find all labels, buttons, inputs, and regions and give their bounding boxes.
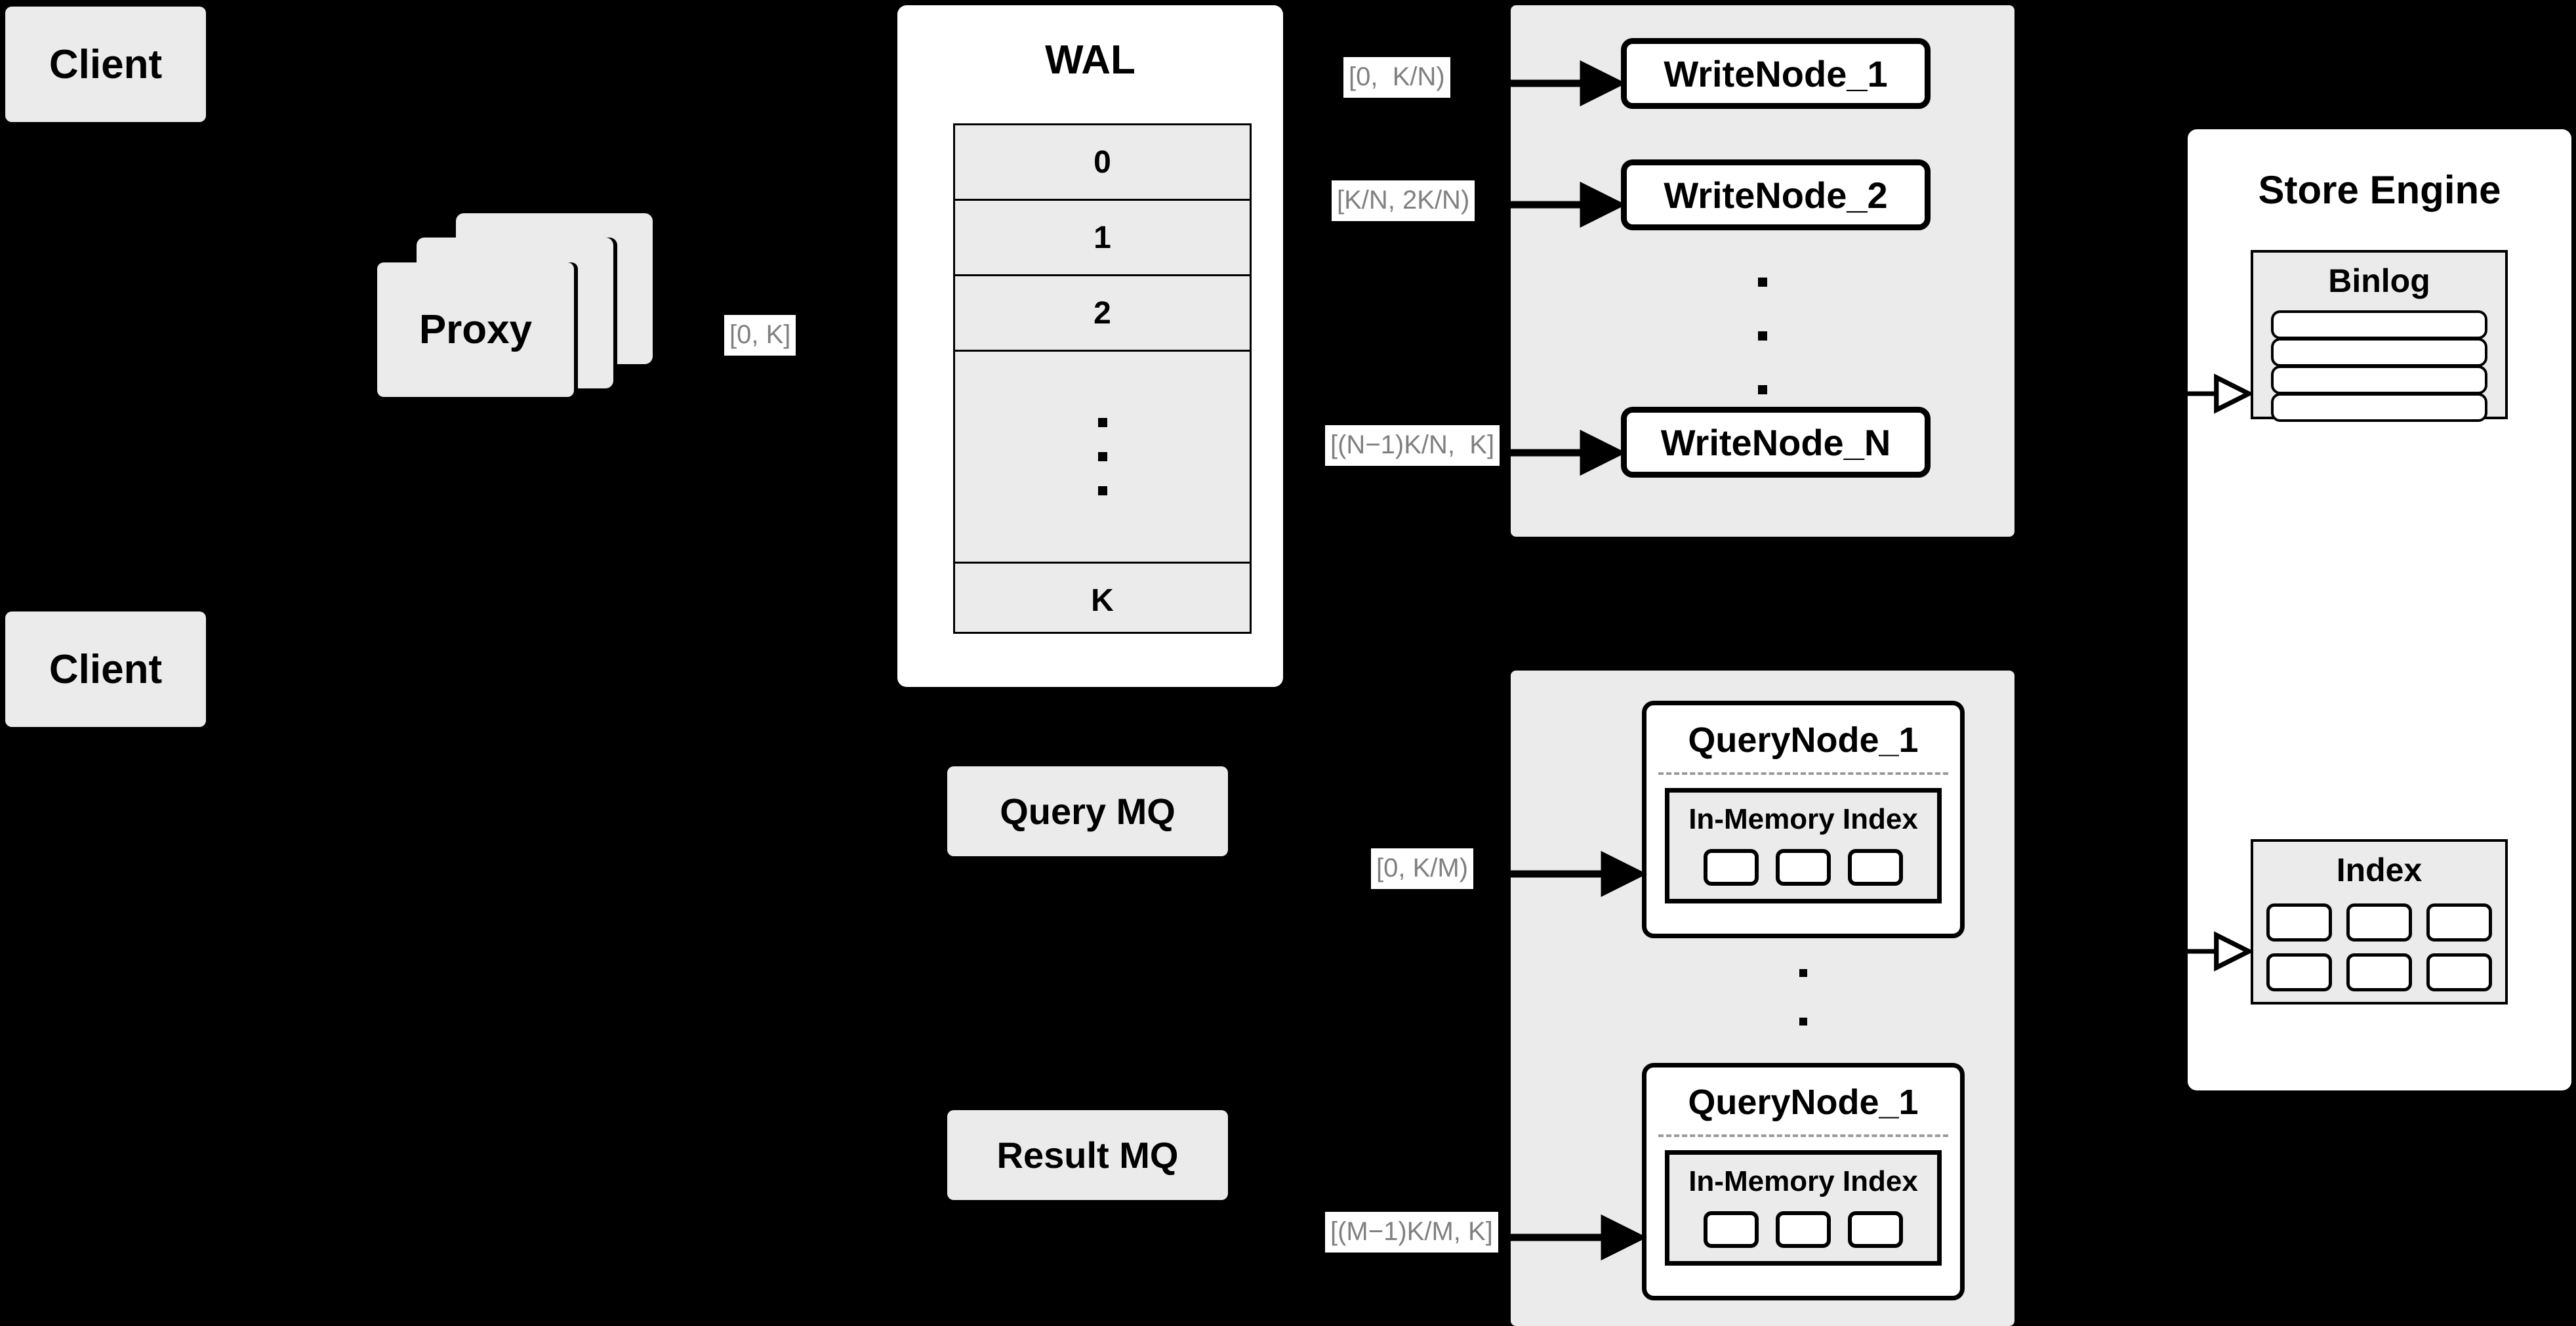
write-node-n-range-text: [(N−1)K/N, K] — [1325, 425, 1500, 466]
write-node-2-range-text: [K/N, 2K/N) — [1332, 180, 1475, 221]
proxy-stack[interactable]: Proxy — [377, 213, 676, 430]
proxy-to-wal-label: [0, K] — [724, 315, 796, 356]
query-node-1-inmemory-index: In-Memory Index — [1665, 788, 1942, 903]
write-dot-3 — [1758, 385, 1767, 394]
wal-row-2: 2 — [955, 276, 1250, 352]
write-node-2-label: WriteNode_2 — [1664, 174, 1888, 216]
write-node-1-range-label: [0, K/N) — [1343, 57, 1450, 98]
query-node-m-index-cells — [1669, 1211, 1937, 1248]
write-node-n-label: WriteNode_N — [1660, 421, 1891, 463]
write-node-n-range-label: [(N−1)K/N, K] — [1325, 425, 1500, 466]
client-label-2: Client — [49, 646, 163, 692]
query-node-m-index-cell-3[interactable] — [1848, 1211, 1903, 1248]
wal-panel: WAL 0 1 2 K — [897, 5, 1283, 687]
wal-row-k: K — [955, 564, 1250, 638]
wal-dot-1 — [1097, 418, 1107, 427]
write-node-cluster: WriteNode_1 WriteNode_2 WriteNode_N — [1511, 5, 2014, 537]
index-cell-2[interactable] — [2346, 903, 2412, 942]
proxy-card-front[interactable]: Proxy — [377, 262, 574, 397]
query-node-m-index-title: In-Memory Index — [1688, 1165, 1918, 1197]
client-box-1[interactable]: Client — [5, 7, 206, 122]
client-label-1: Client — [49, 41, 163, 87]
wal-row-1: 1 — [955, 201, 1250, 276]
store-engine-title: Store Engine — [2258, 168, 2501, 212]
write-node-2[interactable]: WriteNode_2 — [1621, 159, 1931, 230]
wal-dot-2 — [1097, 452, 1107, 461]
binlog-row-3[interactable] — [2271, 365, 2487, 394]
query-dot-1 — [1799, 969, 1807, 977]
query-node-m-index-cell-2[interactable] — [1776, 1211, 1831, 1248]
index-box: Index — [2251, 839, 2508, 1005]
query-node-vertical-dots-icon — [1799, 969, 1807, 1074]
query-node-1[interactable]: QueryNode_1 In-Memory Index — [1642, 701, 1965, 938]
write-node-vertical-dots-icon — [1758, 278, 1767, 394]
query-node-1-index-cell-2[interactable] — [1776, 849, 1831, 886]
query-node-1-index-cells — [1669, 849, 1937, 886]
binlog-title: Binlog — [2328, 262, 2430, 299]
write-node-1-range-text: [0, K/N) — [1343, 57, 1450, 98]
query-node-1-index-title: In-Memory Index — [1688, 803, 1918, 835]
wal-cell-2: 2 — [1094, 295, 1111, 331]
binlog-box: Binlog — [2251, 250, 2508, 422]
write-dot-1 — [1758, 278, 1767, 287]
write-node-1[interactable]: WriteNode_1 — [1621, 38, 1931, 109]
query-dot-2 — [1799, 1018, 1807, 1026]
query-node-m-inmemory-index: In-Memory Index — [1665, 1150, 1942, 1266]
query-node-m-range-label: [(M−1)K/M, K] — [1325, 1212, 1498, 1253]
query-node-m-range-text: [(M−1)K/M, K] — [1325, 1212, 1498, 1253]
wal-row-0: 0 — [955, 125, 1250, 201]
wal-table: 0 1 2 K — [953, 123, 1252, 634]
query-node-m-divider — [1658, 1134, 1948, 1137]
query-mq-box[interactable]: Query MQ — [947, 766, 1228, 856]
proxy-label: Proxy — [419, 307, 533, 352]
query-node-m[interactable]: QueryNode_1 In-Memory Index — [1642, 1063, 1965, 1300]
client-box-2[interactable]: Client — [5, 611, 206, 727]
query-node-m-index-cell-1[interactable] — [1704, 1211, 1759, 1248]
binlog-row-4[interactable] — [2271, 393, 2487, 422]
proxy-to-wal-label-text: [0, K] — [724, 315, 796, 356]
wal-title: WAL — [1045, 37, 1135, 83]
wal-cell-k: K — [1091, 583, 1114, 618]
result-mq-box[interactable]: Result MQ — [947, 1110, 1228, 1200]
index-cell-1[interactable] — [2266, 903, 2332, 942]
index-cell-5[interactable] — [2346, 953, 2412, 991]
wal-cell-0: 0 — [1094, 144, 1111, 180]
binlog-row-2[interactable] — [2271, 338, 2487, 367]
wal-dot-3 — [1097, 486, 1107, 495]
index-cell-3[interactable] — [2426, 903, 2492, 942]
query-node-1-index-cell-3[interactable] — [1848, 849, 1903, 886]
index-cells — [2253, 903, 2505, 991]
wal-cell-1: 1 — [1094, 220, 1111, 255]
query-node-1-title: QueryNode_1 — [1688, 720, 1919, 760]
write-dot-2 — [1758, 331, 1767, 341]
index-title: Index — [2336, 852, 2423, 888]
wal-row-ellipsis — [955, 352, 1250, 564]
query-mq-label: Query MQ — [1000, 791, 1176, 832]
binlog-rows — [2253, 310, 2505, 422]
result-mq-label: Result MQ — [996, 1134, 1179, 1176]
query-node-1-divider — [1658, 772, 1948, 775]
query-node-1-range-label: [0, K/M) — [1371, 848, 1474, 889]
query-node-1-index-cell-1[interactable] — [1704, 849, 1759, 886]
write-node-1-label: WriteNode_1 — [1664, 52, 1888, 94]
index-cell-6[interactable] — [2426, 953, 2492, 991]
write-node-2-range-label: [K/N, 2K/N) — [1332, 180, 1475, 221]
wal-vertical-dots-icon — [1097, 418, 1107, 495]
store-engine-panel: Store Engine Binlog Index — [2188, 129, 2571, 1090]
query-node-1-range-text: [0, K/M) — [1371, 848, 1474, 889]
query-node-cluster: QueryNode_1 In-Memory Index QueryNode_1 … — [1511, 671, 2014, 1326]
index-cell-4[interactable] — [2266, 953, 2332, 991]
write-node-n[interactable]: WriteNode_N — [1621, 407, 1931, 478]
query-node-m-title: QueryNode_1 — [1688, 1083, 1919, 1122]
binlog-row-1[interactable] — [2271, 310, 2487, 339]
